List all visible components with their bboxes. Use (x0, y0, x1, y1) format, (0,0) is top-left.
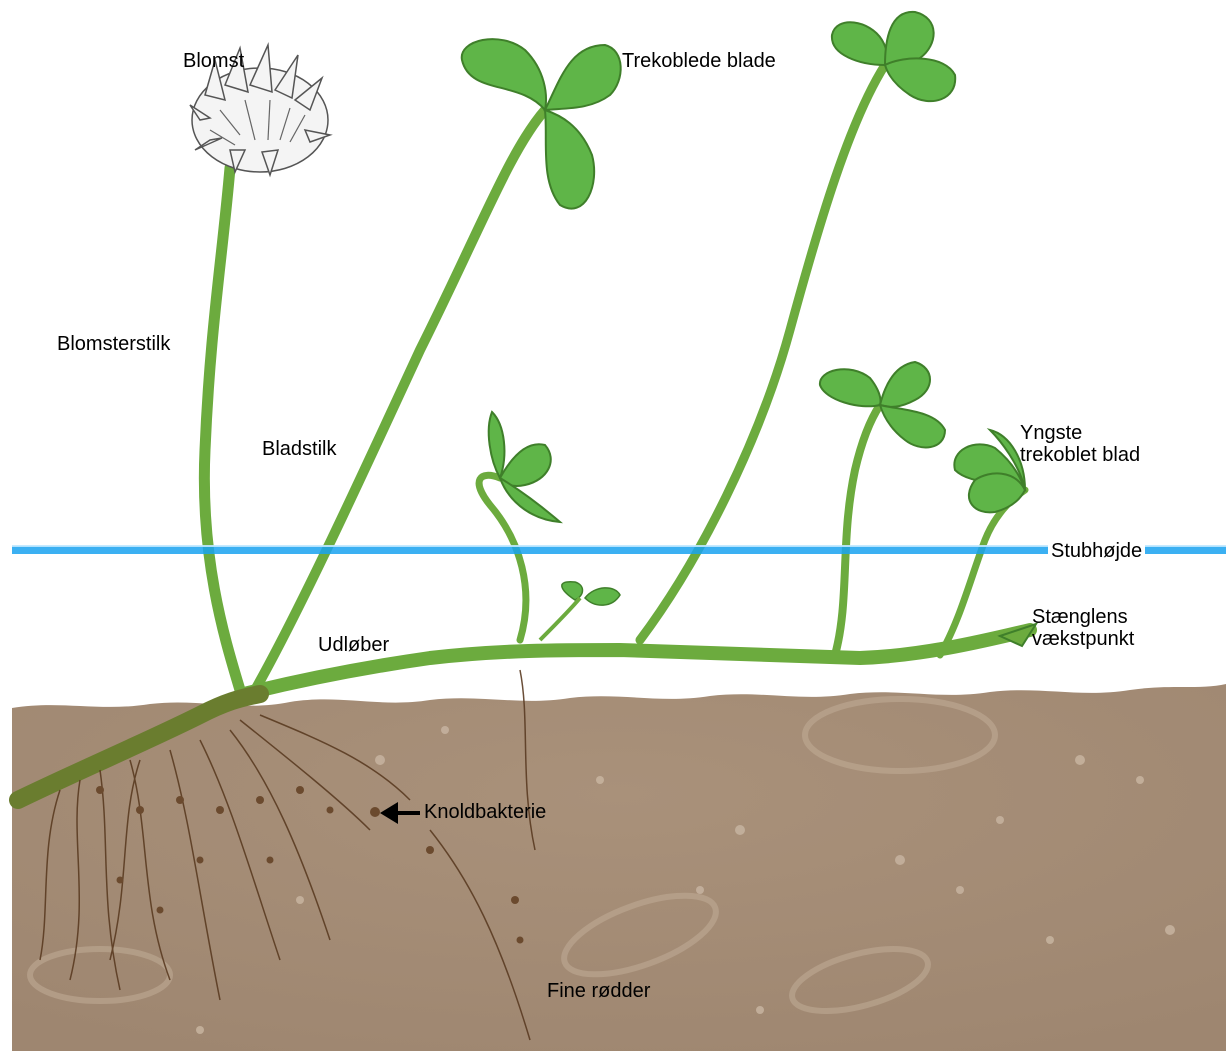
label-growing-point: Stænglens vækstpunkt (1032, 606, 1134, 650)
label-growing-point-line2: vækstpunkt (1032, 628, 1134, 650)
flower-stalk (204, 168, 240, 690)
leaf-stalk (255, 110, 545, 690)
tiny-bud-stalk (540, 598, 580, 640)
label-youngest-leaf: Yngste trekoblet blad (1020, 422, 1140, 466)
trifoliate-leaf-mid-right (820, 362, 945, 447)
label-stolon: Udløber (318, 634, 389, 656)
label-leaf-stalk: Bladstilk (262, 438, 336, 460)
trifoliate-leaf-left (462, 39, 621, 208)
label-fine-roots: Fine rødder (547, 980, 650, 1002)
label-flower: Blomst (183, 50, 244, 72)
leaf-stalk-mid-right (835, 405, 880, 655)
label-youngest-leaf-line1: Yngste (1020, 422, 1140, 444)
label-trifoliate-leaves: Trekoblede blade (622, 50, 776, 72)
trifoliate-leaf-top (832, 12, 955, 101)
young-leaf (489, 412, 560, 522)
label-stubble-height: Stubhøjde (1048, 540, 1145, 562)
label-youngest-leaf-line2: trekoblet blad (1020, 444, 1140, 466)
label-growing-point-line1: Stænglens (1032, 606, 1134, 628)
label-nodule-bacteria: Knoldbakterie (424, 801, 546, 823)
youngest-trifoliate-leaf (954, 430, 1025, 512)
label-flower-stalk: Blomsterstilk (57, 333, 170, 355)
tiny-leaf-bud (562, 582, 620, 605)
